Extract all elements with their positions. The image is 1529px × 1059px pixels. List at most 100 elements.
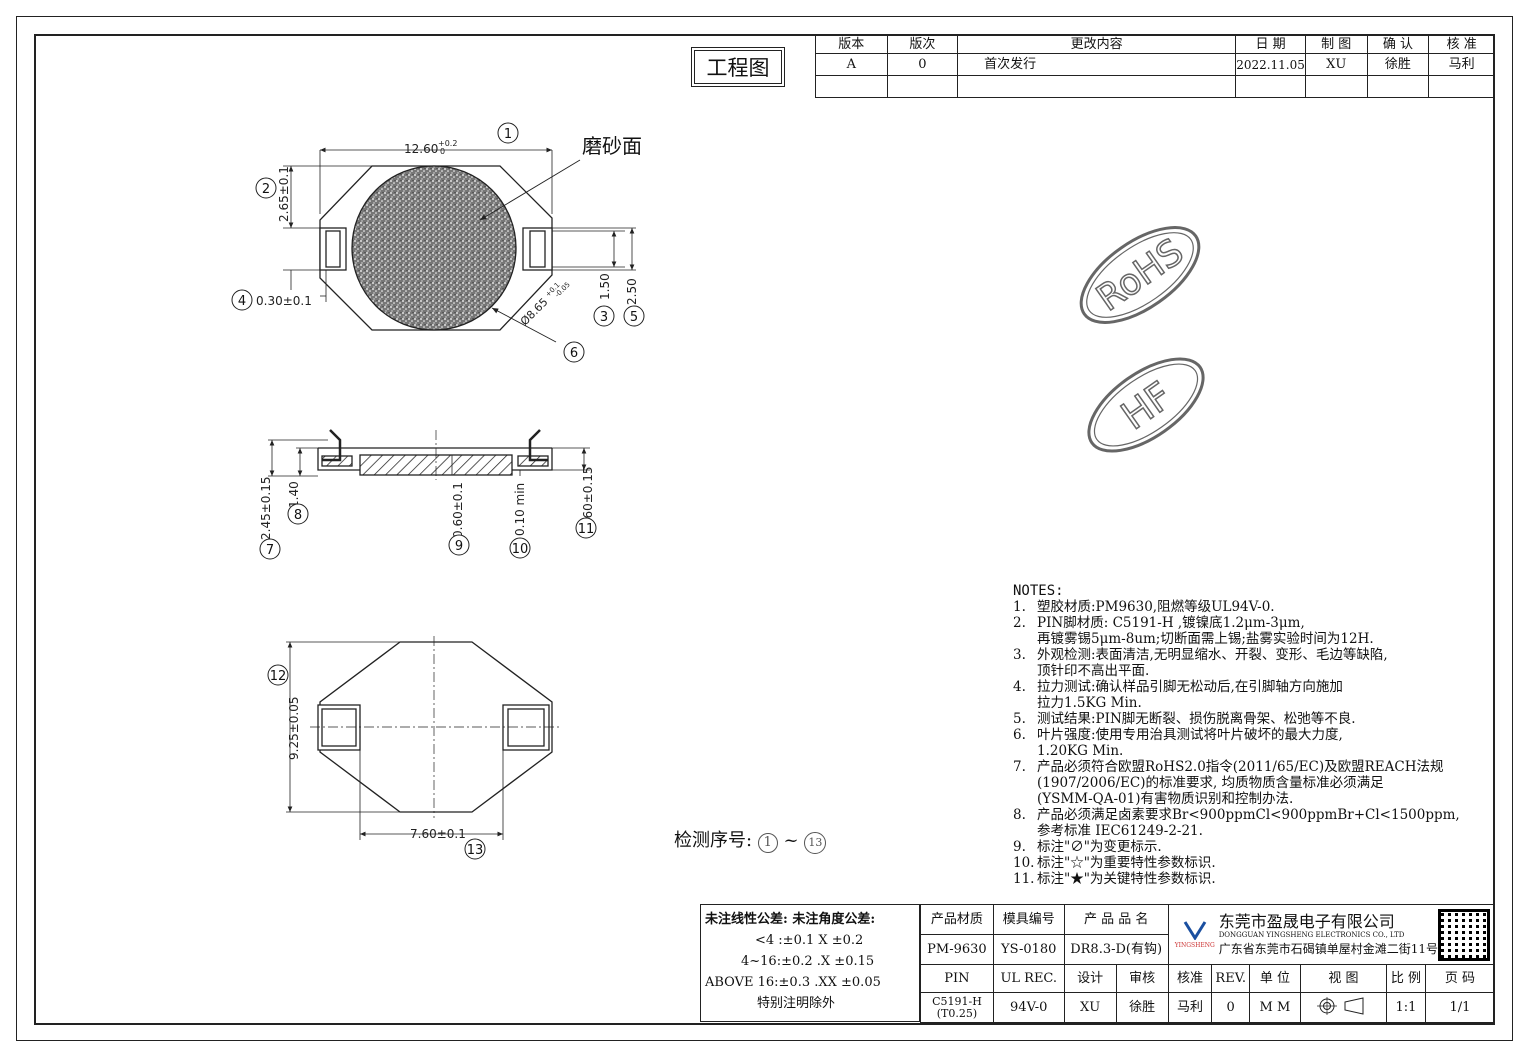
note-item: 1.塑胶材质:PM9630,阻燃等级UL94V-0.	[1013, 599, 1493, 615]
notes-block: NOTES: 1.塑胶材质:PM9630,阻燃等级UL94V-0. 2.PIN脚…	[1013, 583, 1493, 887]
dim-pin-height: 1.40	[287, 481, 301, 508]
note-text: 标注"★"为关键特性参数标识.	[1037, 871, 1216, 887]
review-header: 审核	[1115, 964, 1169, 993]
title-value-row: PM-9630 YS-0180 DR8.3-D(有钩)	[920, 934, 1495, 965]
note-text: 产品必须符合欧盟RoHS2.0指令(2011/65/EC)及欧盟REACH法规 …	[1037, 759, 1444, 807]
note-text: 产品必须满足卤素要求Br<900ppmCl<900ppmBr+Cl<1500pp…	[1037, 807, 1460, 839]
pin-thickness: (T0.25)	[936, 1006, 978, 1020]
review-value: 徐胜	[1115, 992, 1169, 1023]
note-number: 9.	[1013, 839, 1026, 855]
qr-code-icon	[1438, 908, 1490, 961]
approve-value: 马利	[1167, 992, 1213, 1023]
side-view	[268, 429, 590, 480]
note-item: 7. 产品必须符合欧盟RoHS2.0指令(2011/65/EC)及欧盟REACH法…	[1013, 759, 1493, 807]
note-text: 外观检测:表面清洁,无明显缩水、开裂、变形、毛边等缺陷, 顶针印不高出平面.	[1037, 647, 1388, 679]
mold-value: YS-0180	[992, 934, 1065, 965]
scale-header: 比 例	[1386, 964, 1426, 993]
logo-icon	[1183, 921, 1206, 941]
third-angle-projection-icon	[1317, 997, 1364, 1015]
balloon-8: 8	[294, 508, 302, 523]
inspection-from: 1	[757, 833, 778, 853]
revision-table: 版本 版次 更改内容 日 期 制 图 确 认 核 准 A 0 首次发行 2022…	[815, 34, 1495, 98]
balloon-circle	[267, 664, 289, 686]
inspection-sep: ~	[783, 830, 799, 851]
inspection-label: 检测序号:	[674, 830, 753, 851]
dim-width-tol-lower: 0	[440, 147, 445, 156]
rev-approved: 马利	[1428, 53, 1495, 76]
company-name-en: DONGGUAN YINGSHENG ELECTRONICS CO., LTD	[1218, 931, 1405, 939]
empty-cell	[1428, 75, 1495, 98]
balloon-12: 12	[270, 669, 287, 684]
rohs-text: RoHS	[1089, 231, 1191, 319]
note-item: 3.外观检测:表面清洁,无明显缩水、开裂、变形、毛边等缺陷, 顶针印不高出平面.	[1013, 647, 1493, 679]
balloon-circle	[464, 838, 486, 860]
tolerance-heading: 未注线性公差: 未注角度公差:	[705, 912, 876, 927]
unit-value: M M	[1248, 992, 1301, 1023]
company-logo: YINGSHENG	[1175, 920, 1215, 949]
balloon-3: 3	[600, 310, 608, 325]
note-item: 10.标注"☆"为重要特性参数标识.	[1013, 855, 1493, 871]
note-item: 8.产品必须满足卤素要求Br<900ppmCl<900ppmBr+Cl<1500…	[1013, 807, 1493, 839]
dim-width: 12.60	[404, 142, 438, 156]
tolerance-note: 特别注明除外	[757, 996, 836, 1011]
tolerance-line: 4~16:±0.2 .X ±0.15	[741, 954, 875, 969]
empty-cell	[957, 75, 1237, 98]
title-block: 产品材质 模具编号 产 品 品 名 YINGSHENG 东莞市盈晟电子有限公司 …	[920, 904, 1496, 1023]
dim-base-t: 0.60±0.1	[451, 482, 465, 538]
header-approved: 核 准	[1428, 34, 1495, 54]
note-text: 测试结果:PIN脚无断裂、损伤脱离骨架、松弛等不良.	[1037, 711, 1356, 727]
note-text: 叶片强度:使用专用治具测试将叶片破坏的最大力度, 1.20KG Min.	[1037, 727, 1343, 759]
tolerance-line: ABOVE 16:±0.3 .XX ±0.05	[705, 975, 881, 990]
notes-header: NOTES:	[1013, 583, 1064, 599]
dim-pin-h2: 2.50	[625, 278, 639, 305]
drawing-title-stamp: 工程图	[691, 47, 785, 87]
tolerance-box: 未注线性公差: 未注角度公差: <4 :±0.1 X ±0.2 4~16:±0.…	[700, 904, 920, 1022]
approve-header: 核准	[1167, 964, 1213, 993]
product-header: 产 品 品 名	[1063, 904, 1169, 935]
dim-pin-t: 0.30±0.1	[256, 294, 312, 308]
page-value: 1/1	[1424, 992, 1496, 1023]
inspection-to: 13	[804, 832, 827, 854]
note-number: 6.	[1013, 727, 1026, 743]
note-number: 7.	[1013, 759, 1026, 775]
unit-header: 单 位	[1248, 964, 1301, 993]
note-item: 11.标注"★"为关键特性参数标识.	[1013, 871, 1493, 887]
balloon-circle	[287, 503, 309, 525]
balloon-4: 4	[238, 294, 246, 309]
balloon-circle	[448, 534, 470, 556]
dim-right-t: 0.60±0.15	[581, 467, 595, 531]
balloon-5: 5	[630, 310, 638, 325]
rev-value: 0	[1211, 992, 1250, 1023]
balloon-9: 9	[455, 539, 463, 554]
bottom-view	[286, 636, 560, 840]
balloon-7: 7	[266, 543, 274, 558]
note-text: 标注"∅"为变更标示.	[1037, 839, 1162, 855]
note-number: 2.	[1013, 615, 1026, 631]
product-value: DR8.3-D(有钩)	[1063, 934, 1169, 965]
rev-date: 2022.11.05	[1235, 53, 1306, 76]
note-item: 2.PIN脚材质: C5191-H ,镀镍底1.2μm-3μm, 再镀雾锡5μm…	[1013, 615, 1493, 647]
inspection-sequence: 检测序号: 1 ~ 13	[674, 826, 827, 854]
material-value: PM-9630	[920, 934, 994, 965]
pin-material: C5191-H	[932, 994, 982, 1008]
balloon-circle	[497, 122, 519, 144]
balloon-circle	[231, 289, 253, 311]
note-item: 4.拉力测试:确认样品引脚无松动后,在引脚轴方向施加 拉力1.5KG Min.	[1013, 679, 1493, 711]
top-view	[283, 147, 636, 343]
design-value: XU	[1063, 992, 1117, 1023]
balloon-11: 11	[578, 522, 595, 537]
note-number: 11.	[1013, 871, 1035, 887]
balloon-2: 2	[262, 182, 270, 197]
dim-width-tol-upper: +0.2	[438, 139, 457, 148]
header-change: 更改内容	[957, 34, 1237, 54]
note-text: 塑胶材质:PM9630,阻燃等级UL94V-0.	[1037, 599, 1275, 615]
balloon-1: 1	[504, 127, 512, 142]
dim-pad-h: 2.65±0.1	[277, 166, 291, 222]
note-number: 5.	[1013, 711, 1026, 727]
empty-cell	[1235, 75, 1306, 98]
revision-row: A 0 首次发行 2022.11.05 XU 徐胜 马利	[815, 53, 1495, 76]
hf-mark: HF	[1087, 357, 1205, 453]
balloon-13: 13	[467, 843, 484, 858]
company-name-cn: 东莞市盈晟电子有限公司	[1218, 912, 1395, 931]
note-number: 10.	[1013, 855, 1035, 871]
